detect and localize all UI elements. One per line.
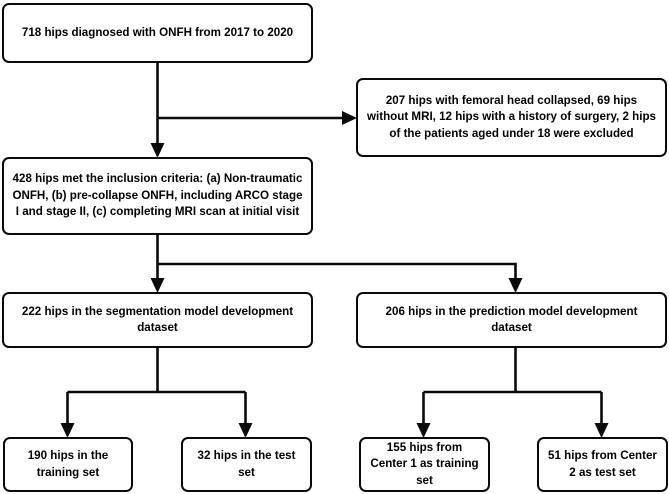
prediction-training-set-box: 155 hips from Center 1 as training set xyxy=(359,437,490,492)
edge-segmentation-split xyxy=(67,348,246,394)
segmentation-training-set-text: 190 hips in the training set xyxy=(27,449,109,479)
edge-inclusion-to-prediction xyxy=(157,262,523,293)
edge-prediction-to-test xyxy=(594,392,609,438)
edge-diagnosed-to-excluded xyxy=(157,111,357,125)
prediction-test-set-box: 51 hips from Center 2 as test set xyxy=(537,437,668,492)
segmentation-dataset-box: 222 hips in the segmentation model devel… xyxy=(2,292,313,348)
prediction-training-set-text: 155 hips from Center 1 as training set xyxy=(370,440,479,487)
segmentation-dataset-text: 222 hips in the segmentation model devel… xyxy=(21,304,294,334)
edge-segmentation-to-test xyxy=(238,392,253,438)
segmentation-training-set-box: 190 hips in the training set xyxy=(3,437,133,492)
edge-prediction-split xyxy=(423,348,602,394)
prediction-dataset-text: 206 hips in the prediction model develop… xyxy=(385,304,638,334)
inclusion-criteria-box: 428 hips met the inclusion criteria: (a)… xyxy=(2,157,313,235)
segmentation-test-set-box: 32 hips in the test set xyxy=(181,437,312,492)
edge-prediction-to-training xyxy=(416,392,431,438)
diagnosed-cohort-text: 718 hips diagnosed with ONFH from 2017 t… xyxy=(21,25,294,39)
inclusion-criteria-text: 428 hips met the inclusion criteria: (a)… xyxy=(12,172,303,219)
segmentation-test-set-text: 32 hips in the test set xyxy=(197,449,296,479)
prediction-dataset-box: 206 hips in the prediction model develop… xyxy=(356,292,667,348)
edge-segmentation-to-training xyxy=(60,392,75,438)
edge-inclusion-to-segmentation xyxy=(150,235,165,293)
edge-diagnosed-to-inclusion xyxy=(150,63,165,158)
diagnosed-cohort-box: 718 hips diagnosed with ONFH from 2017 t… xyxy=(2,3,313,63)
excluded-box: 207 hips with femoral head collapsed, 69… xyxy=(356,78,667,157)
excluded-text: 207 hips with femoral head collapsed, 69… xyxy=(366,93,657,140)
prediction-test-set-text: 51 hips from Center 2 as test set xyxy=(548,449,657,479)
